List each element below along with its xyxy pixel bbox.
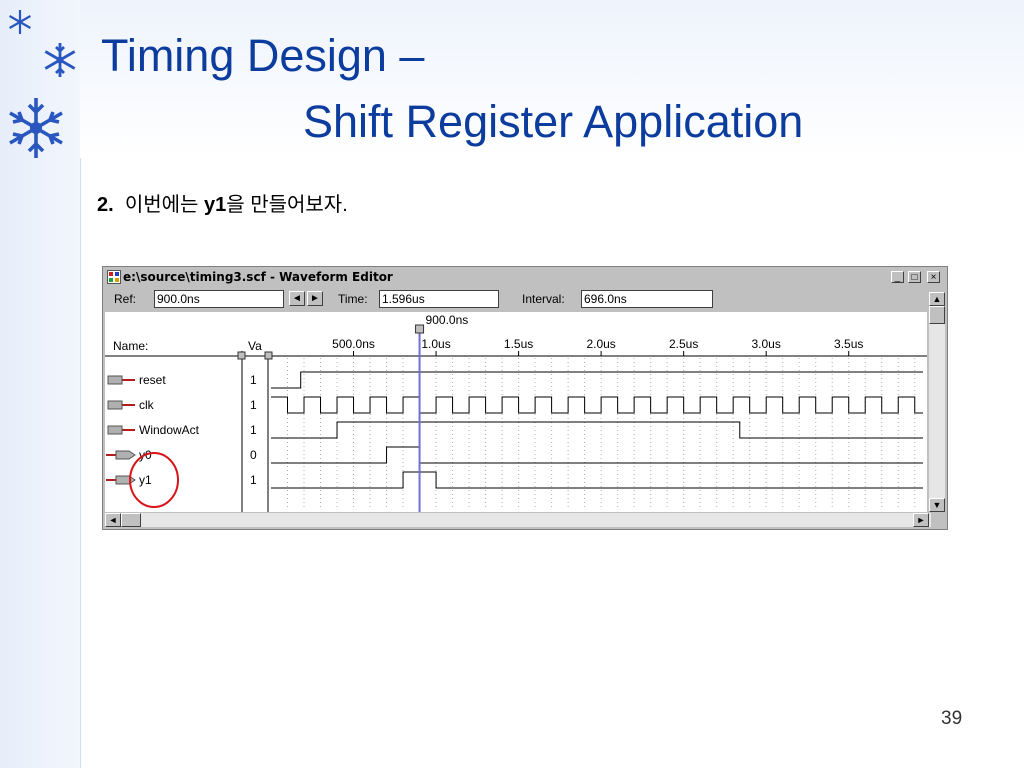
step-number: 2. [97,194,114,216]
value-column-handle-icon[interactable] [264,351,273,360]
ref-label: Ref: [114,292,137,306]
step-instruction: 2. 이번에는 y1을 만들어보자. [97,188,348,217]
scroll-down-arrow-icon[interactable]: ▼ [929,498,945,512]
vertical-scroll-thumb[interactable] [929,306,945,324]
time-tick-label: 3.5us [834,337,863,351]
horizontal-scroll-thumb[interactable] [121,513,141,527]
time-tick-label: 1.5us [504,337,533,351]
step-text-before: 이번에는 [124,194,199,216]
waveform-clk[interactable] [271,396,923,414]
waveform-area[interactable]: Name: Va 500.0ns 1.0us 1.5us 2.0us 2.5us 3.0us 3… [105,312,927,512]
minimize-button[interactable]: _ [891,271,904,283]
window-titlebar[interactable]: e:\source\timing3.scf - Waveform Editor … [105,269,945,286]
time-tick-label: 2.0us [586,337,615,351]
cursor-time-label: 900.0ns [426,313,469,327]
vertical-scrollbar[interactable]: ▲ ▼ [929,292,945,512]
time-tick-label: 500.0ns [332,337,375,351]
time-tick-label: 3.0us [752,337,781,351]
interval-field[interactable]: 696.0ns [581,290,713,308]
signal-name-reset: reset [139,373,166,387]
horizontal-scrollbar[interactable]: ◄ ► [105,513,931,527]
input-pin-icon [107,375,123,385]
scroll-up-arrow-icon[interactable]: ▲ [929,292,945,306]
waveform-y1[interactable] [271,471,923,489]
maximize-button[interactable]: □ [908,271,921,283]
signal-value-WindowAct: 1 [250,423,257,437]
time-field[interactable]: 1.596us [379,290,499,308]
slide-title-line-2: Shift Register Application [303,96,804,147]
left-decor-band [0,0,81,768]
output-pin-icon [115,450,136,460]
snowflake-icon [44,43,76,77]
signal-name-WindowAct: WindowAct [139,423,200,437]
scroll-right-arrow-icon[interactable]: ► [913,513,929,527]
step-text-after: 을 만들어보자. [226,194,348,216]
interval-label: Interval: [522,292,565,306]
scroll-left-arrow-icon[interactable]: ◄ [105,513,121,527]
waveform-WindowAct[interactable] [271,421,923,439]
signal-name-clk: clk [139,398,155,412]
window-title: e:\source\timing3.scf - Waveform Editor [123,270,393,284]
slide-title-line-1: Timing Design – [101,30,425,81]
ref-field[interactable]: 900.0ns [154,290,284,308]
waveform-y0[interactable] [271,446,923,464]
signal-name-y1: y1 [139,473,152,487]
next-transition-button[interactable]: ► [307,291,323,306]
waveform-editor-window: e:\source\timing3.scf - Waveform Editor … [102,266,948,530]
signal-value-y0: 0 [250,448,257,462]
page-number: 39 [941,708,963,729]
input-pin-icon [107,425,123,435]
signal-value-y1: 1 [250,473,257,487]
signal-value-clk: 1 [250,398,257,412]
name-column-handle-icon[interactable] [237,351,246,360]
step-bold-signal: y1 [203,194,227,216]
time-toolbar: Ref: 900.0ns ◄ ► Time: 1.596us Interval:… [105,288,945,310]
name-column-header: Name: [113,339,148,353]
snowflake-icon [9,10,31,34]
time-label: Time: [338,292,368,306]
snowflake-icon [9,98,63,158]
signal-value-reset: 1 [250,373,257,387]
cursor-handle-icon[interactable] [415,324,425,334]
time-tick-label: 1.0us [421,337,450,351]
close-button[interactable]: × [927,271,940,283]
waveform-reset[interactable] [271,371,923,389]
prev-transition-button[interactable]: ◄ [289,291,305,306]
highlight-circle [129,452,179,508]
waveform-svg: Name: Va 500.0ns 1.0us 1.5us 2.0us 2.5us 3.0us 3… [105,313,927,512]
value-column-header: Va [248,339,262,353]
app-icon [107,270,121,284]
output-pin-icon [115,475,136,485]
input-pin-icon [107,400,123,410]
title-band [80,0,1024,158]
time-tick-label: 2.5us [669,337,698,351]
